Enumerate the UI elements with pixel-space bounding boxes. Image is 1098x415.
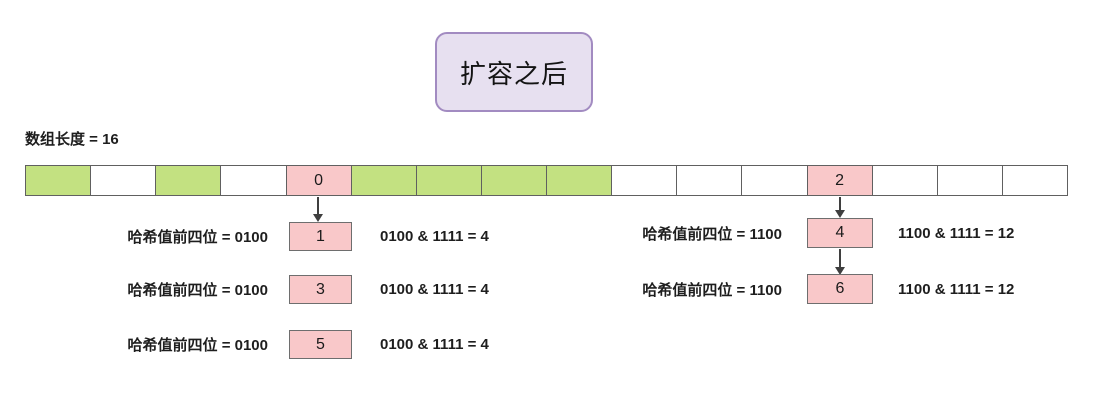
array-length-label: 数组长度 = 16 (25, 131, 119, 148)
array-cell-6 (416, 166, 482, 195)
array-cell-7 (481, 166, 547, 195)
left-chain-row-2: 哈希值前四位 = 0100 3 0100 & 1111 = 4 (0, 275, 1098, 304)
array-cell-5 (351, 166, 417, 195)
hash-prefix-label: 哈希值前四位 = 0100 (127, 229, 268, 246)
title-box: 扩容之后 (435, 32, 593, 112)
node-box-6: 6 (807, 274, 873, 304)
left-chain-row-3: 哈希值前四位 = 0100 5 0100 & 1111 = 4 (0, 330, 1098, 359)
array-cell-1 (91, 166, 157, 195)
array-cell-2 (156, 166, 222, 195)
mask-result-label: 1100 & 1111 = 12 (898, 280, 1015, 298)
array-cell-10 (677, 166, 743, 195)
mask-result-label: 0100 & 1111 = 4 (380, 281, 489, 298)
array-cell-15 (1002, 166, 1067, 195)
hash-prefix-label: 哈希值前四位 = 1100 (642, 225, 782, 243)
hash-prefix-label: 哈希值前四位 = 0100 (127, 282, 268, 299)
array-cell-9 (612, 166, 678, 195)
mask-result-label: 1100 & 1111 = 12 (898, 224, 1015, 242)
hash-prefix-label: 哈希值前四位 = 1100 (642, 281, 782, 299)
left-chain-row-1: 哈希值前四位 = 0100 1 0100 & 1111 = 4 (0, 222, 1098, 251)
hash-prefix-label: 哈希值前四位 = 0100 (127, 337, 268, 354)
node-box-4: 4 (807, 218, 873, 248)
arrow-node4-to-node6 (839, 249, 841, 268)
mask-result-label: 0100 & 1111 = 4 (380, 228, 489, 245)
array-cell-11 (742, 166, 808, 195)
mask-result-label: 0100 & 1111 = 4 (380, 336, 489, 353)
array-cell-4: 0 (286, 166, 352, 195)
arrow-cell4-to-node1 (317, 197, 319, 215)
array-cell-3 (221, 166, 287, 195)
array-cell-0 (26, 166, 92, 195)
right-chain-row-2: 哈希值前四位 = 1100 6 1100 & 1111 = 12 (0, 274, 1098, 304)
node-box-3: 3 (289, 275, 352, 304)
diagram-title: 扩容之后 (459, 58, 568, 89)
array-cell-13 (872, 166, 938, 195)
array-cell-8 (547, 166, 613, 195)
arrow-cell12-to-node4 (839, 197, 841, 211)
node-box-1: 1 (289, 222, 352, 251)
right-chain-row-1: 哈希值前四位 = 1100 4 1100 & 1111 = 12 (0, 218, 1098, 248)
array-cell-14 (937, 166, 1003, 195)
array-cell-12: 2 (807, 166, 873, 195)
node-box-5: 5 (289, 330, 352, 359)
